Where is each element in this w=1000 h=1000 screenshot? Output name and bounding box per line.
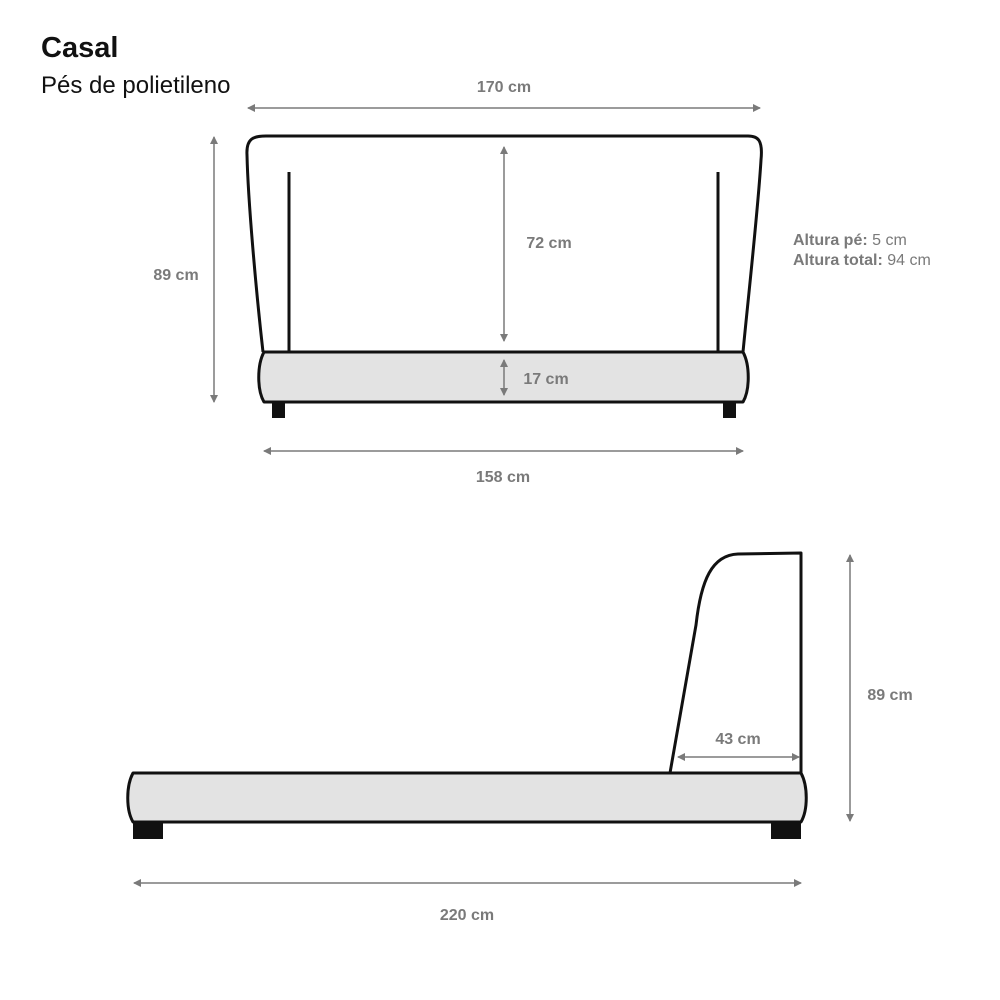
side-headboard xyxy=(668,551,803,775)
spec-foot-height-value: 5 cm xyxy=(872,232,907,249)
dim-label-base-height: 17 cm xyxy=(523,371,568,388)
dim-label-top-width: 170 cm xyxy=(477,79,531,96)
dim-label-front-height: 89 cm xyxy=(153,267,198,284)
spec-foot-height-label: Altura pé: xyxy=(793,232,868,249)
dim-label-headboard-height: 72 cm xyxy=(526,235,571,252)
spec-total-height-value: 94 cm xyxy=(887,252,931,269)
spec-total-height-label: Altura total: xyxy=(793,252,883,269)
side-dimensions: 89 cm 43 cm 220 cm xyxy=(133,554,913,924)
side-foot-right xyxy=(771,822,801,839)
dim-label-headboard-depth: 43 cm xyxy=(715,731,760,748)
front-foot-left xyxy=(272,402,285,418)
front-dimensions: 170 cm 89 cm 72 cm 17 cm 158 cm xyxy=(153,79,761,486)
spec-foot-height: Altura pé: 5 cm xyxy=(793,231,931,251)
dim-label-base-width: 158 cm xyxy=(476,469,530,486)
side-view xyxy=(126,551,808,839)
diagram-subtitle: Pés de polietileno xyxy=(41,72,231,99)
spec-total-height: Altura total: 94 cm xyxy=(793,251,931,271)
front-foot-right xyxy=(723,402,736,418)
side-base xyxy=(126,771,808,824)
side-foot-left xyxy=(133,822,163,839)
dim-label-side-height: 89 cm xyxy=(867,687,912,704)
specs-block: Altura pé: 5 cm Altura total: 94 cm xyxy=(793,231,931,271)
dim-label-side-length: 220 cm xyxy=(440,907,494,924)
diagram-title: Casal xyxy=(41,32,119,64)
